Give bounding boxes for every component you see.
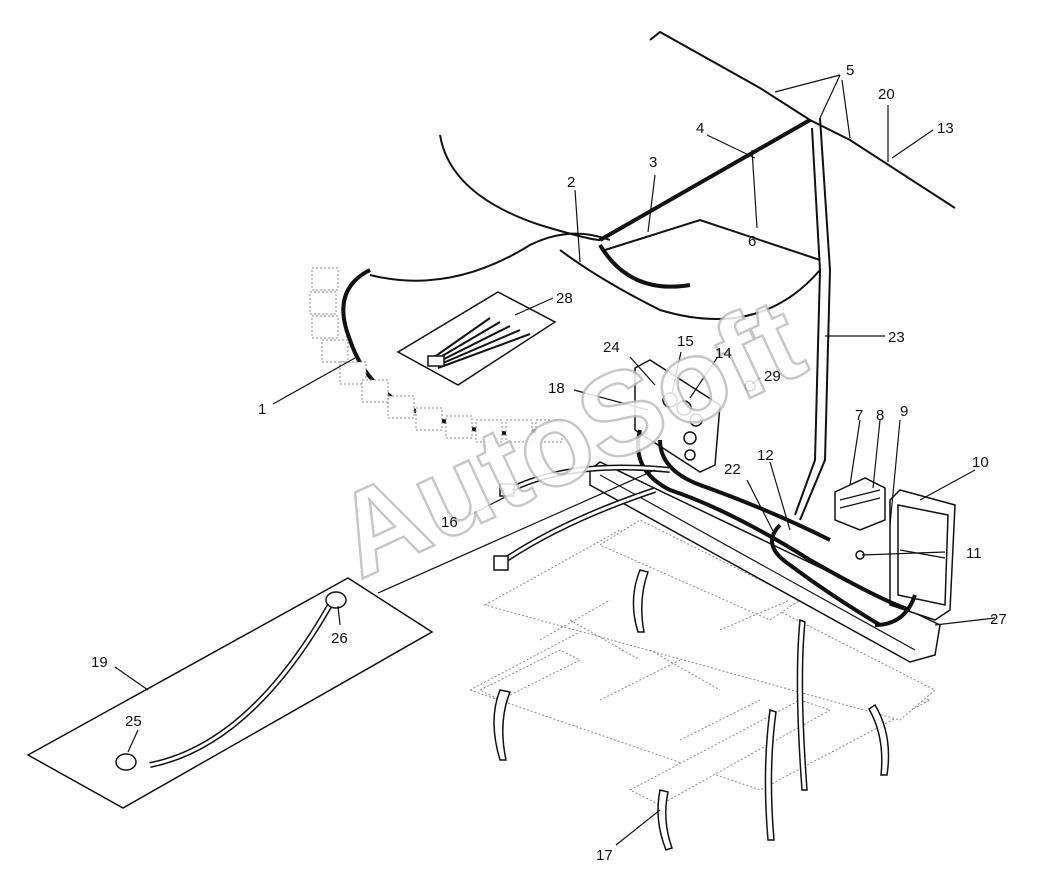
leader-lines — [114, 74, 996, 846]
callout-20: 20 — [878, 86, 895, 103]
control-box — [889, 489, 956, 621]
tines — [493, 569, 890, 851]
harness-ghost-blocks — [309, 267, 563, 443]
callout-1: 1 — [258, 401, 266, 418]
callout-23: 23 — [888, 329, 905, 346]
chassis-frame — [468, 519, 936, 806]
callout-27: 27 — [990, 611, 1007, 628]
callout-4: 4 — [696, 120, 704, 137]
callout-22: 22 — [724, 461, 741, 478]
callout-26: 26 — [331, 630, 348, 647]
callout-19: 19 — [91, 654, 108, 671]
callout-3: 3 — [649, 154, 657, 171]
callouts: 1 2 3 4 5 6 7 8 9 10 11 12 13 14 15 16 1… — [91, 62, 1007, 864]
inset-28 — [396, 291, 557, 386]
light-bar-harness — [599, 30, 956, 521]
callout-2: 2 — [567, 174, 575, 191]
callout-29: 29 — [764, 368, 781, 385]
callout-18: 18 — [548, 380, 565, 397]
callout-7: 7 — [855, 407, 863, 424]
cable-channel — [589, 461, 941, 663]
callout-9: 9 — [900, 403, 908, 420]
callout-17: 17 — [596, 847, 613, 864]
callout-24: 24 — [603, 339, 620, 356]
callout-14: 14 — [715, 345, 732, 362]
callout-15: 15 — [677, 333, 694, 350]
callout-16: 16 — [441, 514, 458, 531]
hose-16 — [493, 464, 671, 571]
callout-28: 28 — [556, 290, 573, 307]
callout-11: 11 — [966, 545, 982, 562]
inset-19 — [26, 577, 434, 809]
callout-12: 12 — [757, 447, 774, 464]
callout-25: 25 — [125, 713, 142, 730]
callout-6: 6 — [748, 233, 756, 250]
callout-5: 5 — [846, 62, 854, 79]
module-unit — [834, 477, 886, 531]
callout-10: 10 — [972, 454, 989, 471]
callout-8: 8 — [876, 407, 884, 424]
connector-plate — [634, 359, 721, 473]
callout-13: 13 — [937, 120, 954, 137]
channel-harness — [636, 429, 917, 627]
